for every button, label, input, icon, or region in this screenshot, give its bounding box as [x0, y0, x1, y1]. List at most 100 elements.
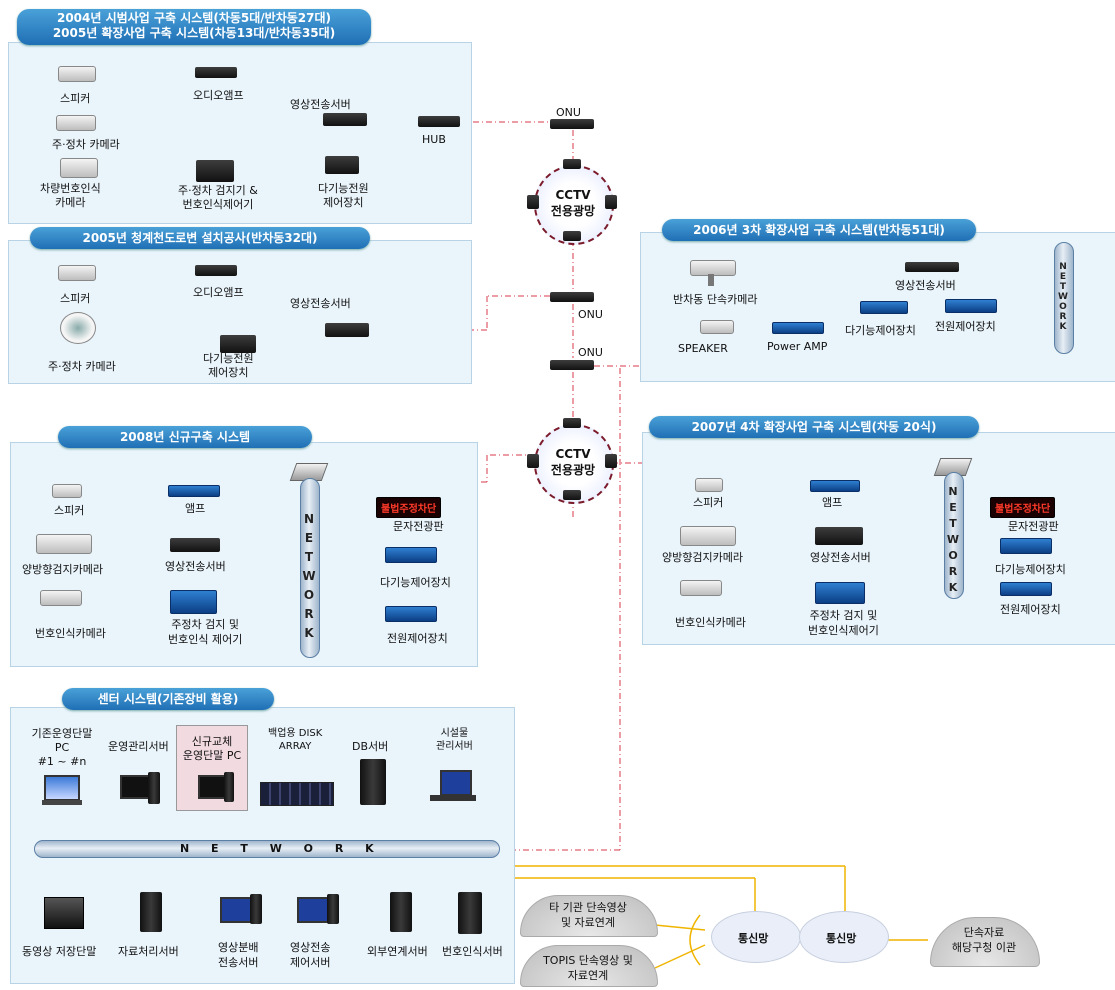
plate-server-label: 번호인식서버: [442, 945, 503, 958]
detector-icon: [170, 590, 217, 614]
plate-server-icon: [458, 892, 482, 934]
plate-camera-label: 번호인식카메라: [35, 627, 106, 640]
ops-server-tower-icon: [148, 772, 160, 804]
network-bus-2008: [300, 478, 320, 658]
pc-terminal-label: 기존운영단말 PC #1 ~ #n: [31, 727, 93, 768]
district-label: 단속자료 해당구청 이관: [951, 926, 1017, 954]
network-bus-2007: [944, 472, 964, 599]
ext-server-label: 외부연계서버: [367, 945, 428, 958]
video-server-icon: [815, 527, 863, 545]
district-dome: [930, 917, 1040, 967]
amp-label: 앰프: [822, 496, 843, 509]
ring-node-icon: [563, 159, 581, 169]
multi-ctrl-icon: [385, 547, 437, 563]
panel-center-header: 센터 시스템(기존장비 활용): [62, 688, 274, 710]
onu-label-3: ONU: [578, 346, 603, 359]
pc-terminal-icon: [44, 775, 80, 801]
power-ctrl-icon: [1000, 582, 1052, 596]
dome-camera-icon: [60, 312, 96, 344]
db-server-icon: [360, 759, 386, 805]
onu-label-2: ONU: [578, 308, 603, 321]
plate-camera-label: 번호인식카메라: [675, 616, 746, 629]
hub-label: HUB: [422, 133, 446, 146]
ops-server-label: 운영관리서버: [108, 740, 169, 753]
center-network-bus: [34, 840, 500, 858]
audio-amp-label: 오디오앰프: [193, 89, 244, 102]
center-network-label: N E T W O R K: [180, 842, 383, 855]
power-ctrl-label: 다기능전원 제어장치: [318, 182, 369, 209]
panel-2005-system: [8, 240, 472, 384]
data-server-icon: [140, 892, 162, 932]
power-ctrl-icon: [325, 156, 359, 174]
display-label: 문자전광판: [393, 520, 444, 533]
speaker-icon: [58, 265, 96, 281]
amp-icon: [168, 485, 220, 497]
car-camera-label: 주·정차 카메라: [52, 138, 120, 151]
detector-icon: [196, 160, 234, 182]
topis-label: TOPIS 단속영상 및 자료연계: [543, 954, 633, 982]
detector-label: 주정차 검지 및 번호인식 제어기: [168, 618, 243, 646]
disk-array-icon: [260, 782, 334, 806]
panel-2004-title-1: 2004년 시범사업 구축 시스템(차동5대/반차동27대): [56, 11, 331, 25]
onu-icon-2: [550, 292, 594, 302]
multi-ctrl-label: 다기능제어장치: [845, 324, 916, 337]
comm-network-cloud-1: [712, 912, 800, 962]
video-store-label: 동영상 저장단말: [22, 945, 97, 958]
dual-camera-label: 양방향검지카메라: [662, 551, 743, 564]
facility-server-icon: [440, 770, 472, 796]
speaker-icon: [700, 320, 734, 334]
audio-amp-icon: [195, 265, 237, 276]
dual-camera-icon: [680, 526, 736, 546]
onu-label-1: ONU: [556, 106, 581, 119]
cctv-network-label-1: CCTV 전용광망: [550, 188, 596, 218]
plate-camera-icon: [680, 580, 722, 596]
audio-amp-label: 오디오앰프: [193, 286, 244, 299]
detector-icon: [815, 582, 865, 604]
power-amp-icon: [772, 322, 824, 334]
speaker-icon: [52, 484, 82, 498]
power-ctrl-label: 전원제어장치: [1000, 603, 1061, 616]
backup-label: 백업용 DISK ARRAY: [268, 728, 323, 752]
camera-pole-icon: [708, 274, 714, 286]
video-dist-label: 영상분배 전송서버: [218, 941, 259, 969]
network-bus-2006: [1054, 242, 1074, 354]
db-server-label: DB서버: [352, 740, 389, 753]
power-ctrl-icon: [220, 335, 256, 353]
ring-node-icon: [605, 454, 617, 468]
plate-camera-label: 차량번호인식 카메라: [40, 182, 101, 209]
panel-2008-header: 2008년 신규구축 시스템: [58, 426, 312, 448]
onu-icon-3: [550, 360, 594, 370]
camera-label: 반차동 단속카메라: [673, 293, 758, 306]
power-ctrl-icon: [385, 606, 437, 622]
detector-label: 주정차 검지 및 번호인식제어기: [808, 609, 879, 637]
ring-node-icon: [563, 490, 581, 500]
plate-camera-icon: [60, 158, 98, 178]
facility-server-label: 시설물 관리서버: [436, 728, 473, 752]
panel-2004-title-2: 2005년 확장사업 구축 시스템(차동13대/반차동35대): [52, 26, 336, 40]
new-pc-icon: [198, 775, 228, 799]
detector-label: 주·정차 검지기 & 번호인식제어기: [178, 184, 258, 211]
video-server-icon: [170, 538, 220, 552]
comm-network-cloud-2: [800, 912, 888, 962]
video-store-icon: [44, 897, 84, 929]
video-server-label: 영상전송서버: [895, 279, 956, 292]
ring-node-icon: [563, 231, 581, 241]
power-amp-label: Power AMP: [767, 340, 828, 353]
power-ctrl-label: 전원제어장치: [387, 632, 448, 645]
other-agency-label: 타 기관 단속영상 및 자료연계: [549, 901, 627, 929]
ext-server-icon: [390, 892, 412, 932]
amp-label: 앰프: [185, 502, 206, 515]
panel-2004-header: 2004년 시범사업 구축 시스템(차동5대/반차동27대) 2005년 확장사…: [17, 9, 371, 45]
cctv-network-label-2: CCTV 전용광망: [550, 447, 596, 477]
speaker-label: 스피커: [693, 496, 724, 509]
new-pc-tower-icon: [224, 772, 234, 802]
video-ctrl-tower-icon: [327, 894, 339, 924]
amp-icon: [810, 480, 860, 492]
topis-dome: [520, 945, 658, 987]
video-server-label: 영상전송서버: [165, 560, 226, 573]
ring-node-icon: [527, 195, 539, 209]
comm-network-label-2: 통신망: [826, 932, 857, 945]
display-label: 문자전광판: [1008, 520, 1059, 533]
